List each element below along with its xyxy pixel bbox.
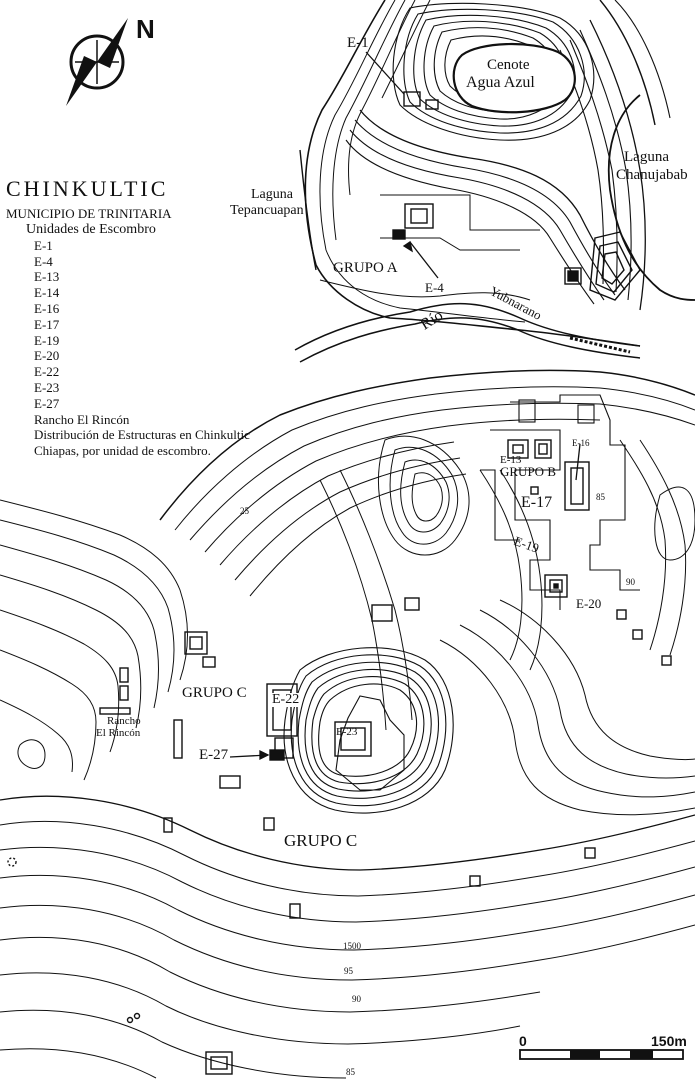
- label-laguna-chanujabab: Chanujabab: [616, 167, 688, 183]
- southern-contours: [0, 499, 695, 1079]
- label-e4: E-4: [425, 280, 444, 295]
- label-laguna-tepancuapan: Laguna: [251, 187, 293, 202]
- contour-label: 1500: [343, 941, 361, 951]
- label-laguna-tepancuapan: Tepancuapan: [230, 203, 304, 218]
- legend-unit: E-23: [34, 379, 60, 395]
- legend-unit: E-19: [34, 332, 60, 348]
- map-subtitle: MUNICIPIO DE TRINITARIA: [6, 206, 172, 221]
- laguna-tepancuapan-shore: [299, 149, 317, 271]
- label-e23: E-23: [336, 726, 358, 738]
- contour-label: 90: [626, 577, 635, 587]
- legend-unit: E-1: [34, 237, 53, 253]
- cenote-outline: [452, 42, 576, 114]
- contour-label: 95: [344, 966, 353, 976]
- legend-note: Distribución de Estructuras en Chinkulti…: [34, 427, 250, 443]
- legend-unit: E-16: [34, 300, 60, 316]
- label-rancho: El Rincón: [96, 727, 141, 739]
- label-rancho: Rancho: [107, 715, 141, 727]
- legend-unit: E-27: [34, 395, 60, 411]
- legend-unit: E-22: [34, 364, 60, 380]
- contour-label: 90: [352, 994, 361, 1004]
- legend-unit: E-13: [34, 269, 60, 285]
- legend-heading: Unidades de Escombro: [26, 222, 156, 237]
- label-e13: E-13: [500, 454, 522, 466]
- label-cenote: Agua Azul: [466, 74, 535, 91]
- north-label: N: [136, 14, 155, 44]
- cenote-contours: [304, 0, 641, 347]
- grupo-b-plaza: [480, 394, 640, 610]
- scale-bar: [519, 1049, 684, 1060]
- legend-unit: E-20: [34, 348, 60, 364]
- label-e20: E-20: [576, 596, 602, 611]
- label-e17: E-17: [521, 494, 553, 511]
- scale-start-label: 0: [519, 1033, 527, 1049]
- legend-note: Chiapas, por unidad de escombro.: [34, 443, 211, 459]
- grupo-b-structures: [507, 439, 672, 666]
- label-grupo-c-upper: GRUPO C: [182, 685, 247, 701]
- north-arrow-icon: [66, 18, 128, 106]
- map-title: CHINKULTIC: [6, 176, 169, 201]
- label-grupo-a: GRUPO A: [333, 260, 398, 276]
- label-grupo-b: GRUPO B: [500, 464, 556, 479]
- grupo-a-plaza: [319, 194, 540, 301]
- rio-yubnarano: [294, 302, 641, 363]
- label-e27: E-27: [199, 747, 229, 763]
- contour-label: 25: [240, 506, 249, 516]
- label-e22: E-22: [272, 692, 300, 707]
- legend-unit: E-4: [34, 253, 53, 269]
- label-grupo-c-lower: GRUPO C: [284, 831, 358, 850]
- contour-label: 85: [596, 492, 605, 502]
- label-cenote: Cenote: [487, 57, 530, 73]
- legend-note: Rancho El Rincón: [34, 411, 130, 427]
- grupo-c-hill: [283, 647, 454, 814]
- label-e16: E-16: [572, 438, 590, 448]
- legend-unit: E-17: [34, 316, 60, 332]
- contour-label: 85: [346, 1067, 355, 1077]
- grupo-c-structures: [7, 597, 596, 1075]
- label-e1: E-1: [347, 35, 369, 51]
- leader-lines: [229, 51, 581, 761]
- label-laguna-chanujabab: Laguna: [624, 149, 669, 165]
- scale-end-label: 150m: [651, 1033, 687, 1049]
- grupo-a-structures: [392, 91, 641, 301]
- legend-unit: E-14: [34, 285, 60, 301]
- legend: Unidades de Escombro E-1 E-4 E-13 E-14 E…: [6, 222, 250, 459]
